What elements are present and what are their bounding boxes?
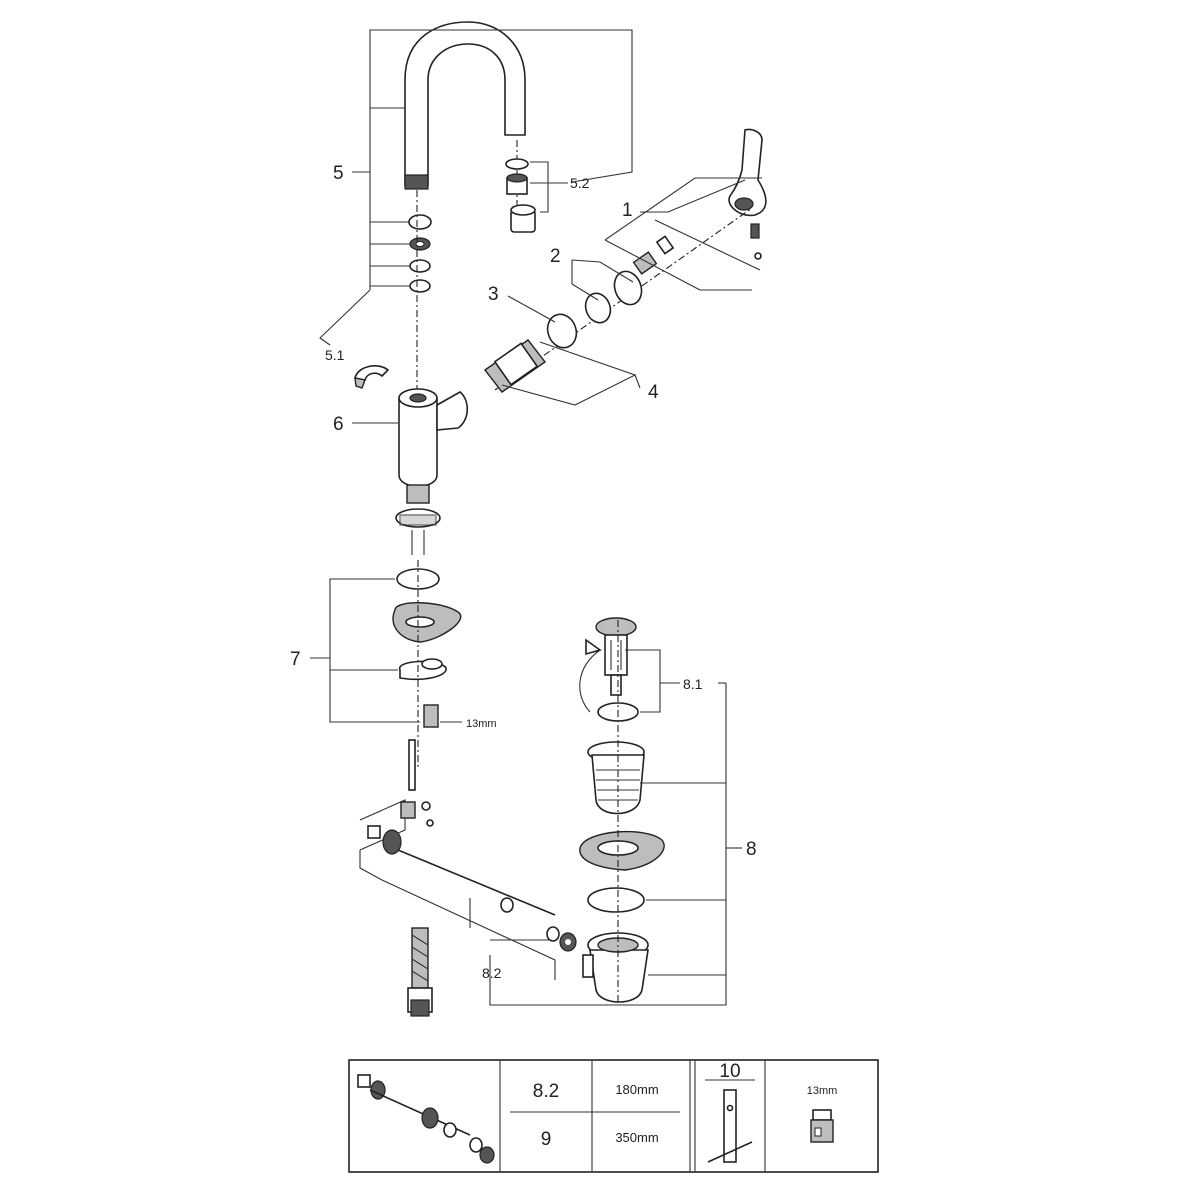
tool-thumbnail — [707, 1089, 753, 1163]
callout-2-leader — [571, 259, 634, 301]
callout-3: 3 — [488, 284, 499, 305]
label-13mm: 13mm — [466, 718, 497, 730]
callout-8: 8 — [746, 839, 757, 860]
spout-part — [404, 21, 526, 190]
callout-7-leader — [310, 578, 462, 723]
callout-4-leader — [501, 341, 641, 406]
callout-8-2: 8.2 — [482, 965, 502, 981]
spout-o-rings — [408, 190, 432, 390]
callout-1-leader — [604, 177, 762, 291]
table-tool-code: 10 — [719, 1061, 740, 1082]
nut-thumbnail — [810, 1109, 834, 1143]
pop-up-waste-part — [579, 617, 665, 1005]
table-row1-code: 8.2 — [533, 1081, 559, 1102]
callout-1: 1 — [622, 200, 633, 221]
callout-3-leader — [507, 295, 556, 323]
table-tool-size: 13mm — [807, 1085, 838, 1097]
callout-7: 7 — [290, 649, 301, 670]
aerator-part — [505, 140, 568, 233]
callout-4: 4 — [648, 382, 659, 403]
callout-8-1-leader — [625, 649, 726, 713]
clip-part — [354, 365, 390, 389]
mounting-set-part — [392, 560, 462, 791]
table-row1-length: 180mm — [615, 1082, 658, 1097]
cartridge-parts — [483, 235, 675, 393]
callout-6: 6 — [333, 414, 344, 435]
mixer-body-part — [395, 388, 469, 555]
pop-up-rod-part — [359, 799, 577, 980]
lever-handle-part — [494, 128, 767, 391]
table-row2-code: 9 — [541, 1129, 552, 1150]
rod-thumbnail — [357, 1074, 495, 1164]
flex-hose-part — [407, 927, 433, 1017]
callout-5-1: 5.1 — [325, 347, 345, 363]
table-row2-length: 350mm — [615, 1130, 658, 1145]
callout-5: 5 — [333, 163, 344, 184]
callout-2: 2 — [550, 246, 561, 267]
callout-5-2: 5.2 — [570, 175, 590, 191]
callout-8-2-leader — [489, 955, 580, 1006]
callout-8-leader — [580, 683, 742, 1006]
callout-8-1: 8.1 — [683, 676, 703, 692]
callout-5-leader — [319, 29, 633, 346]
